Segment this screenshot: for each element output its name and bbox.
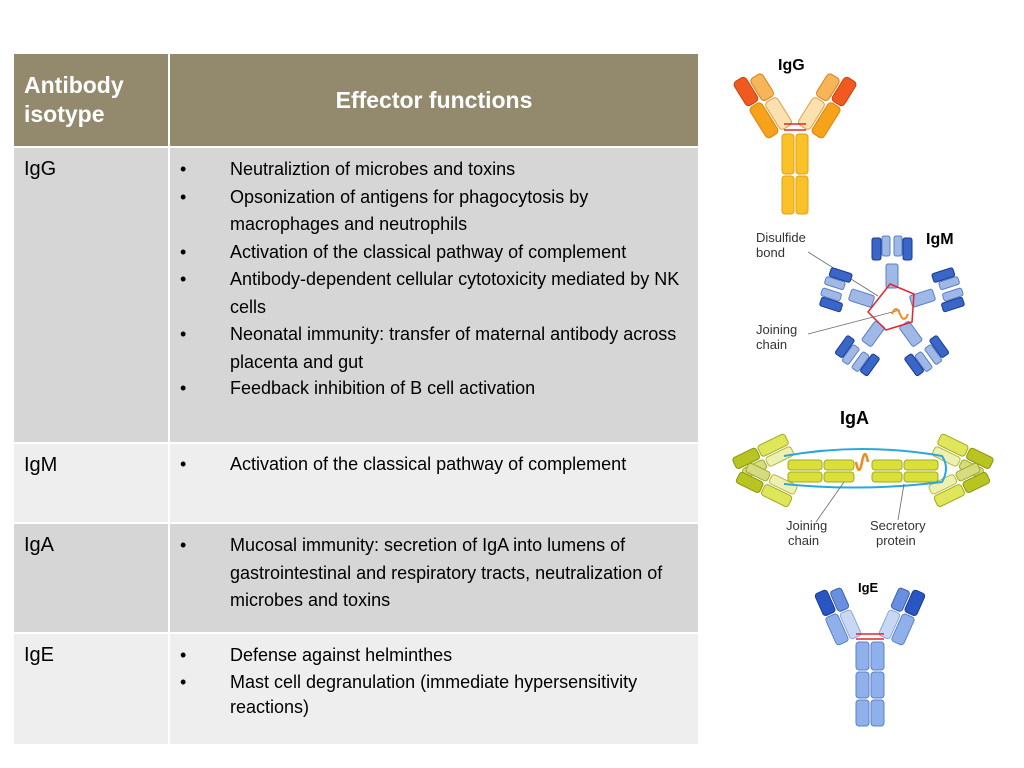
isotype-cell: IgE <box>12 632 170 746</box>
function-item: Feedback inhibition of B cell activation <box>170 376 692 400</box>
igm-domain <box>929 335 950 358</box>
igm-domain <box>871 237 882 261</box>
igm-domain <box>881 235 891 257</box>
igm-monomer-arm <box>899 320 950 377</box>
function-list: Neutraliztion of microbes and toxins Ops… <box>170 156 692 400</box>
iga-left-monomer <box>732 433 855 508</box>
function-item: Mucosal immunity: secretion of IgA into … <box>170 532 692 615</box>
secretory-protein-label: protein <box>876 533 916 548</box>
igm-antibody-diagram: IgM Disulfide bond Joining chain <box>756 230 965 377</box>
function-item: Opsonization of antigens for phagocytosi… <box>170 184 692 239</box>
isotype-cell: IgA <box>12 522 170 634</box>
function-list: Activation of the classical pathway of c… <box>170 452 692 477</box>
joining-chain-label: chain <box>756 337 787 352</box>
iga-joining-chain-label: chain <box>788 533 819 548</box>
igm-domain <box>942 287 964 302</box>
iga-diagram-label: IgA <box>840 408 869 428</box>
igm-domain <box>914 351 933 372</box>
iga-secretory-protein <box>783 448 947 489</box>
igm-domain <box>941 296 965 313</box>
iga-antibody-diagram: IgA <box>732 408 994 548</box>
functions-cell: Mucosal immunity: secretion of IgA into … <box>168 522 700 634</box>
ige-antibody-diagram: IgE <box>814 580 926 727</box>
iga-right-monomer <box>871 433 994 508</box>
igm-domain <box>885 263 899 289</box>
function-item: Antibody-dependent cellular cytotoxicity… <box>170 266 692 321</box>
joining-chain-label: Joining <box>756 322 797 337</box>
table-row: IgM Activation of the classical pathway … <box>12 442 700 524</box>
table-row: IgG Neutraliztion of microbes and toxins… <box>12 146 700 444</box>
igm-monomer-arm <box>871 235 913 289</box>
igm-monomer-arm <box>834 320 885 377</box>
igm-diagram-label: IgM <box>926 231 954 248</box>
igm-domain <box>824 276 846 291</box>
function-list: Defense against helminthes Mast cell deg… <box>170 642 692 720</box>
ige-hinge <box>856 633 884 640</box>
header-isotype: Antibody isotype <box>12 52 170 148</box>
iga-joining-chain-label: Joining <box>786 518 827 533</box>
igm-monomer-arm <box>909 267 965 313</box>
igm-domain <box>931 267 956 283</box>
isotype-cell: IgM <box>12 442 170 524</box>
igg-stem <box>781 133 809 215</box>
iga-joining-chain <box>854 452 870 472</box>
igm-domain <box>904 353 924 377</box>
function-item: Neutraliztion of microbes and toxins <box>170 156 692 184</box>
disulfide-bond-label: bond <box>756 245 785 260</box>
igm-monomer-arm <box>819 267 875 313</box>
functions-cell: Defense against helminthes Mast cell deg… <box>168 632 700 746</box>
secretory-protein-label: Secretory <box>870 518 926 533</box>
igm-domain <box>938 276 960 291</box>
function-item: Mast cell degranulation (immediate hyper… <box>170 670 692 720</box>
ige-right-arm <box>878 587 926 646</box>
igm-pentamer <box>819 235 965 377</box>
igm-domain <box>851 351 870 372</box>
igm-domain <box>834 335 855 358</box>
table-row: IgE Defense against helminthes Mast cell… <box>12 632 700 746</box>
functions-cell: Neutraliztion of microbes and toxins Ops… <box>168 146 700 444</box>
igm-domain <box>848 288 875 308</box>
isotype-table: Antibody isotype Effector functions IgG … <box>12 52 700 746</box>
functions-cell: Activation of the classical pathway of c… <box>168 442 700 524</box>
igm-domain <box>828 267 853 283</box>
igg-antibody-diagram: IgG <box>733 57 857 215</box>
igm-domain <box>841 344 860 365</box>
function-list: Mucosal immunity: secretion of IgA into … <box>170 532 692 615</box>
function-item: Activation of the classical pathway of c… <box>170 452 692 477</box>
igm-domain <box>924 344 943 365</box>
igm-disulfide-ring <box>866 283 915 331</box>
function-item: Defense against helminthes <box>170 642 692 670</box>
isotype-cell: IgG <box>12 146 170 444</box>
igg-left-arm <box>733 73 792 139</box>
igm-joining-chain <box>891 308 909 320</box>
igm-domain <box>893 235 903 257</box>
function-item: Neonatal immunity: transfer of maternal … <box>170 321 692 376</box>
ige-stem <box>855 641 885 727</box>
ige-diagram-label: IgE <box>858 580 879 595</box>
ige-left-arm <box>814 587 862 646</box>
igm-domain <box>909 288 936 308</box>
igg-right-arm <box>798 73 857 139</box>
disulfide-bond-label: Disulfide <box>756 230 806 245</box>
igm-domain <box>902 237 913 261</box>
function-item: Activation of the classical pathway of c… <box>170 239 692 267</box>
igm-domain <box>819 296 843 313</box>
igm-domain <box>820 287 842 302</box>
igm-domain <box>860 353 880 377</box>
table-row: IgA Mucosal immunity: secretion of IgA i… <box>12 522 700 634</box>
igg-diagram-label: IgG <box>778 57 805 74</box>
igg-hinge <box>784 123 806 131</box>
header-functions: Effector functions <box>168 52 700 148</box>
